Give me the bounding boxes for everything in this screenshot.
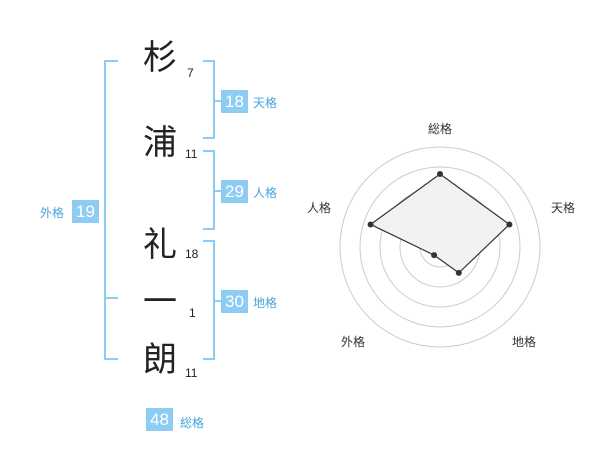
stroke-count-2: 11: [185, 147, 198, 161]
soukaku-value: 48: [146, 408, 173, 431]
soukaku-label: 総格: [180, 416, 205, 430]
name-char-2: 浦: [143, 123, 177, 163]
gaikaku-value: 19: [72, 200, 99, 223]
radar-axis-label-soukaku: 総格: [428, 121, 452, 136]
tenkaku-tick: [215, 100, 221, 102]
chikaku-tick: [215, 300, 221, 302]
radar-point-3: [455, 269, 462, 276]
radar-points: [367, 171, 513, 276]
radar-axis-label-chikaku: 地格: [512, 334, 536, 349]
name-char-1: 杉: [143, 38, 177, 78]
radar-axis-label-gaikaku: 外格: [341, 334, 365, 349]
gaikaku-bracket-tick: [106, 297, 118, 299]
stroke-count-3: 18: [185, 247, 199, 261]
chikaku-bracket: [203, 240, 215, 360]
radar-grid-ring: [339, 146, 541, 348]
stroke-count-1: 7: [187, 66, 194, 80]
name-char-3: 礼: [143, 225, 177, 265]
jinkaku-bracket: [203, 150, 215, 230]
tenkaku-bracket: [203, 60, 215, 139]
chikaku-value: 30: [221, 290, 248, 313]
chikaku-label: 地格: [253, 296, 278, 310]
jinkaku-label: 人格: [253, 186, 278, 200]
gaikaku-label: 外格: [40, 206, 65, 220]
radar-axis-label-jinkaku: 人格: [307, 200, 331, 215]
tenkaku-label: 天格: [253, 96, 278, 110]
stroke-count-5: 11: [185, 366, 198, 380]
name-char-4: 一: [143, 282, 177, 322]
jinkaku-tick: [215, 190, 221, 192]
radar-grid-ring: [359, 166, 521, 328]
radar-point-1: [437, 171, 443, 177]
radar-point-5: [367, 221, 374, 228]
tenkaku-value: 18: [221, 90, 248, 113]
radar-point-4: [431, 252, 438, 259]
gaikaku-bracket: [104, 60, 118, 360]
radar-area: [369, 173, 511, 274]
stroke-count-4: 1: [189, 306, 196, 320]
jinkaku-value: 29: [221, 180, 248, 203]
radar-axis-label-tenkaku: 天格: [551, 200, 575, 215]
name-char-5: 朗: [143, 340, 177, 380]
radar-point-2: [506, 221, 513, 228]
